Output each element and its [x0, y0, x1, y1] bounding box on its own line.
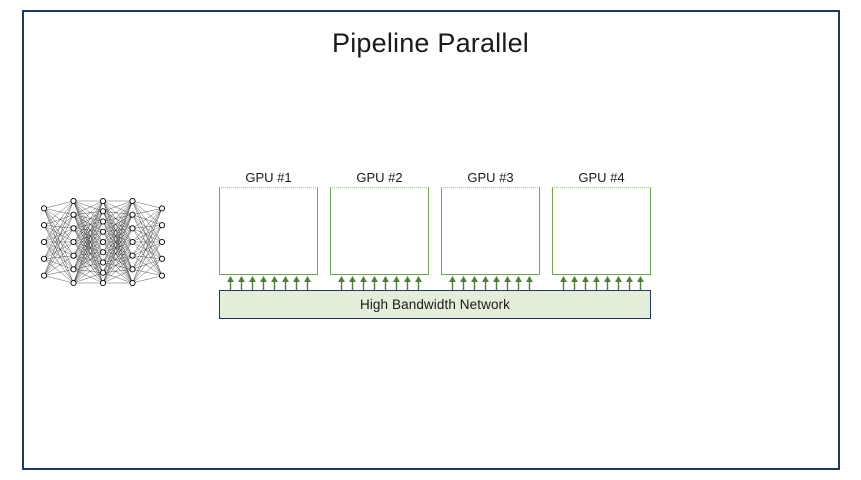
neural-network-node [99, 197, 107, 205]
neural-network-node [99, 269, 107, 276]
neural-network-node [158, 205, 166, 212]
neural-network-node [40, 205, 48, 212]
neural-network-node [129, 252, 136, 259]
neural-network-node [99, 249, 107, 256]
gpu-unit-4[interactable]: GPU #4 [552, 170, 651, 300]
gpu-label-3: GPU #3 [467, 170, 514, 185]
neural-network-node [129, 211, 136, 218]
gpu-box-2[interactable] [330, 187, 429, 275]
page-title: Pipeline Parallel [331, 28, 529, 58]
neural-network-node [129, 197, 136, 205]
gpu-unit-3[interactable]: GPU #3 [441, 170, 540, 300]
gpu-label-1: GPU #1 [245, 170, 292, 185]
neural-network-svg [40, 197, 166, 287]
network-bar[interactable]: High Bandwidth Network [219, 290, 651, 319]
neural-network-node [158, 255, 166, 262]
neural-network-node [158, 238, 166, 246]
gpu-box-3[interactable] [441, 187, 540, 275]
gpu-label-4: GPU #4 [578, 170, 625, 185]
neural-network-node [158, 222, 166, 229]
neural-network-node [99, 279, 107, 287]
neural-network-node [70, 266, 77, 273]
neural-network-node [70, 238, 77, 246]
gpu-unit-2[interactable]: GPU #2 [330, 170, 429, 300]
neural-network-node [99, 228, 107, 235]
gpu-box-4[interactable] [552, 187, 651, 275]
neural-network-node [99, 218, 107, 225]
neural-network-node [99, 208, 107, 215]
gpu-unit-1[interactable]: GPU #1 [219, 170, 318, 300]
neural-network-node [70, 211, 77, 218]
neural-network-node [129, 279, 136, 287]
neural-network-node [99, 238, 107, 246]
gpu-box-1[interactable] [219, 187, 318, 275]
neural-network-node [40, 272, 48, 279]
neural-network-node [70, 225, 77, 232]
neural-network-node [40, 222, 48, 229]
gpu-cluster: GPU #1 GPU #2 GPU #3 GPU #4 [219, 170, 651, 320]
neural-network-node [129, 225, 136, 232]
neural-network-node [129, 238, 136, 246]
neural-network-diagram [38, 196, 168, 288]
neural-network-node [129, 266, 136, 273]
neural-network-node [40, 238, 48, 246]
neural-network-node [70, 252, 77, 259]
neural-network-node [70, 197, 77, 205]
network-bar-label: High Bandwidth Network [359, 297, 511, 312]
neural-network-node [99, 259, 107, 266]
gpu-label-2: GPU #2 [356, 170, 403, 185]
neural-network-node [158, 272, 166, 279]
neural-network-node [40, 255, 48, 262]
neural-network-node [70, 279, 77, 287]
